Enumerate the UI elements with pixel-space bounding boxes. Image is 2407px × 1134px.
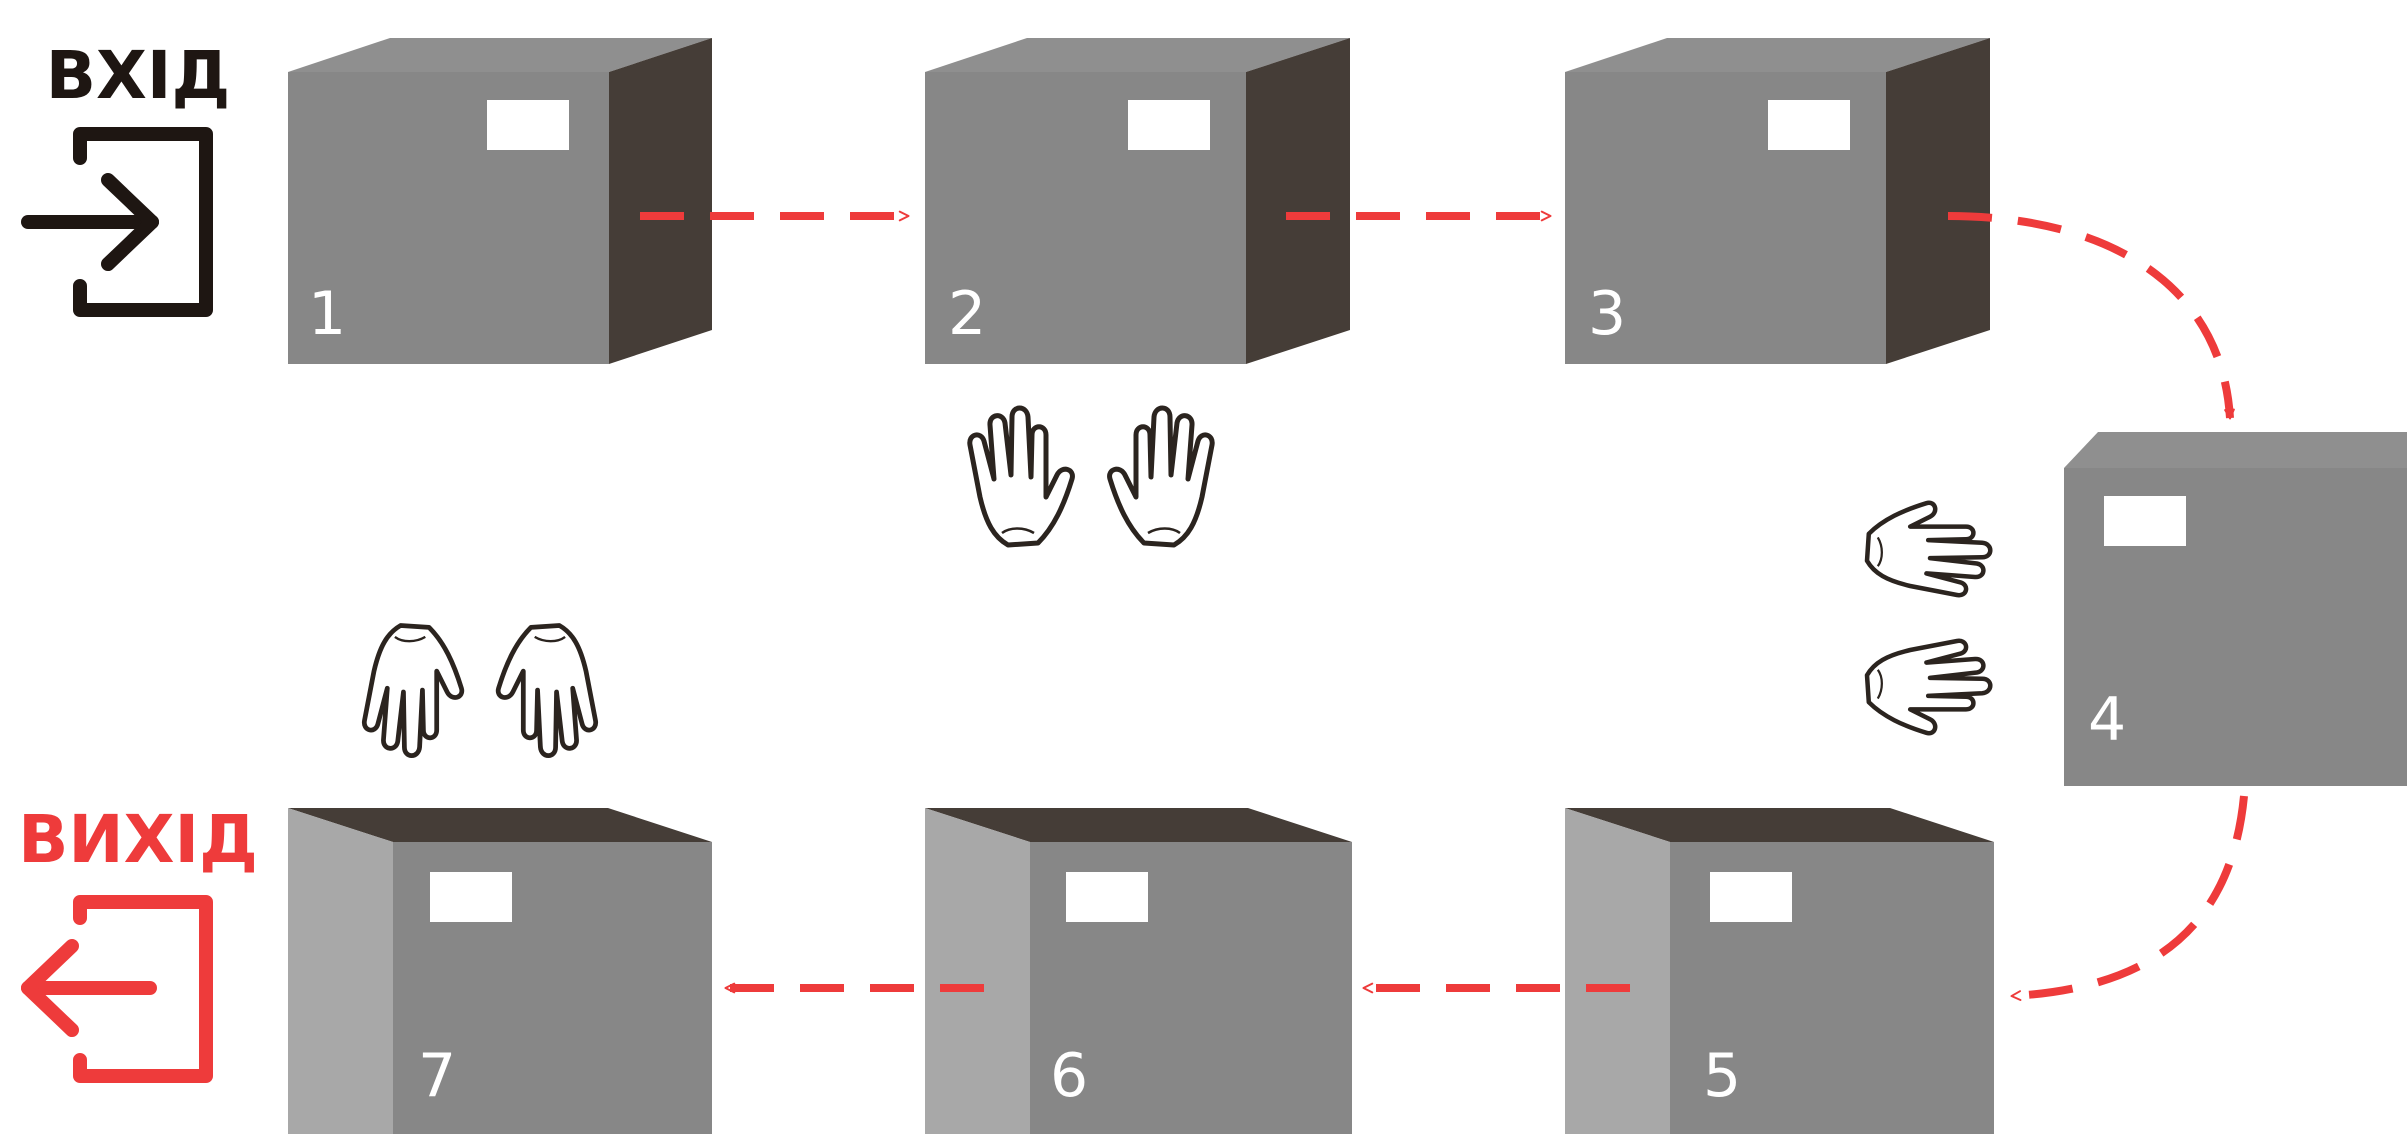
exit: ВИХІД: [18, 801, 258, 1076]
box-number: 5: [1703, 1041, 1741, 1111]
box-number: 3: [1588, 279, 1626, 349]
box-4: 4: [2064, 432, 2407, 786]
box-number: 6: [1050, 1041, 1088, 1111]
box-3: 3: [1565, 38, 1990, 364]
box-7: 7: [288, 808, 712, 1134]
enter-icon: [28, 134, 206, 310]
box-6: 6: [925, 808, 1352, 1134]
box-label-patch: [487, 100, 569, 150]
box-2: 2: [925, 38, 1350, 364]
box-number: 1: [308, 279, 346, 349]
box-number: 7: [418, 1041, 456, 1111]
entry-label: ВХІД: [46, 37, 231, 114]
hands-icon: [970, 408, 1212, 545]
entry: ВХІД: [28, 37, 230, 310]
box-5: 5: [1565, 808, 1994, 1134]
hands-icon: [1867, 503, 1990, 733]
box-1: 1: [288, 38, 712, 364]
box-label-patch: [1066, 872, 1148, 922]
exit-label: ВИХІД: [18, 801, 258, 878]
exit-icon: [28, 902, 206, 1076]
flow-arrow-4-5: [2012, 796, 2244, 996]
hands-icon: [364, 626, 595, 756]
box-label-patch: [1128, 100, 1210, 150]
box-number: 2: [948, 279, 986, 349]
box-label-patch: [1768, 100, 1850, 150]
flow-arrow-3-4: [1948, 216, 2230, 418]
box-number: 4: [2088, 685, 2126, 755]
box-label-patch: [1710, 872, 1792, 922]
box-label-patch: [430, 872, 512, 922]
box-label-patch: [2104, 496, 2186, 546]
